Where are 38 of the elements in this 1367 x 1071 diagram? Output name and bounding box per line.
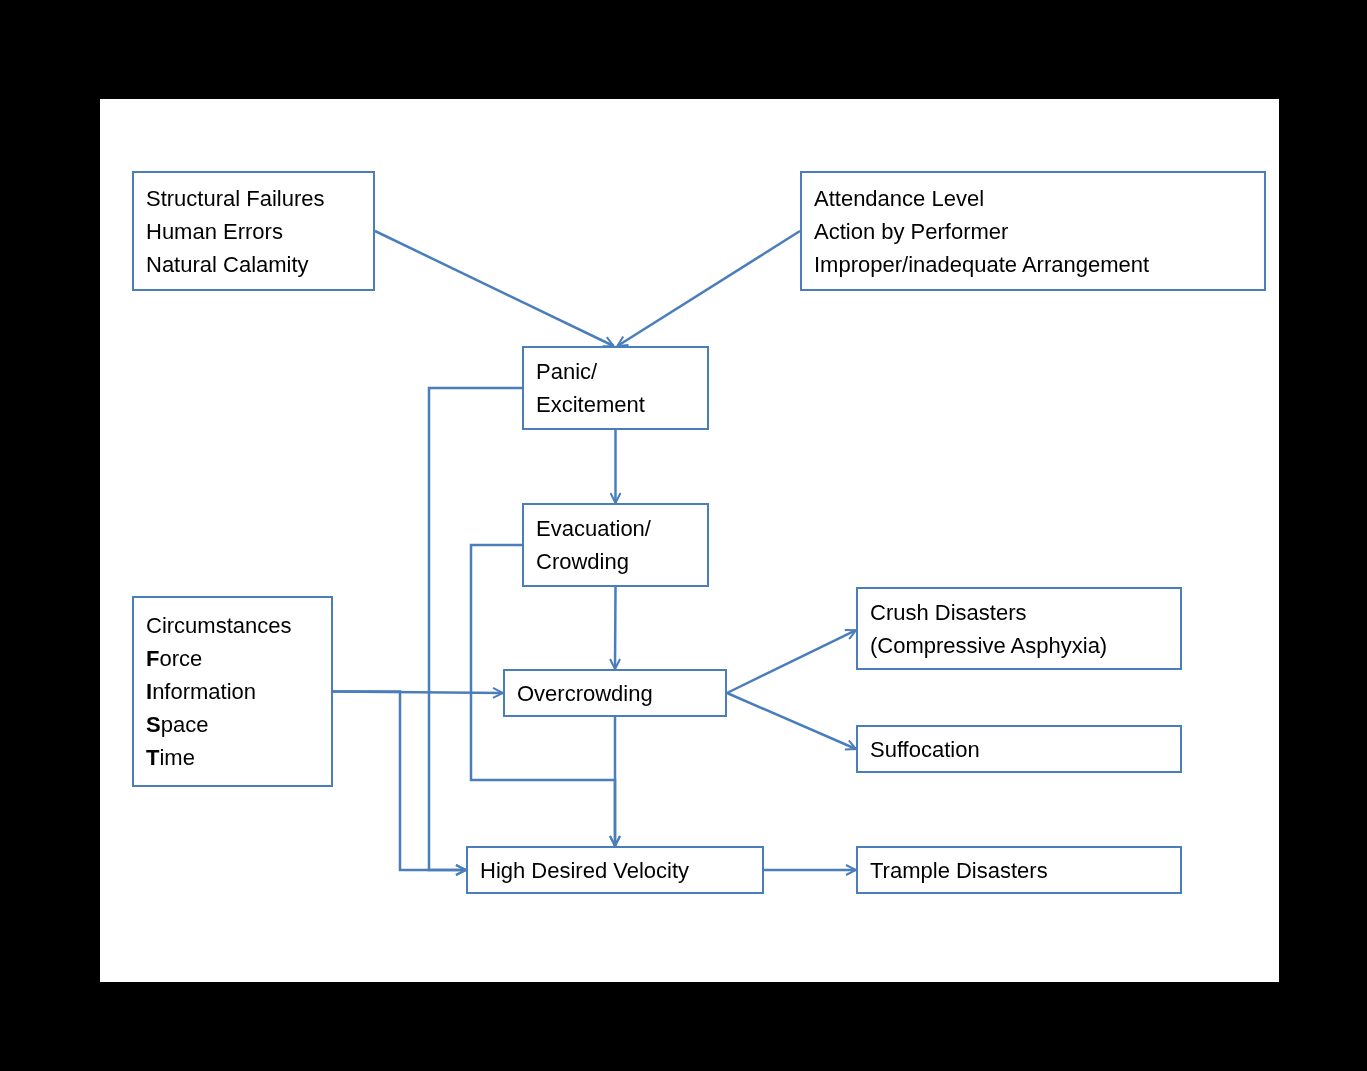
arrow <box>616 229 801 348</box>
box-text: Space <box>146 711 210 739</box>
box-text: Structural Failures <box>146 184 326 213</box>
box-text: Crush Disasters <box>870 598 1028 627</box>
arrow <box>726 629 857 695</box>
arrow <box>609 717 621 847</box>
arrow <box>764 864 857 876</box>
box-text: Improper/inadequate Arrangement <box>814 250 1151 279</box>
box-text: Force <box>146 645 204 673</box>
process-box <box>856 725 1182 773</box>
process-box <box>856 587 1182 670</box>
arrow <box>609 587 622 670</box>
process-box <box>800 171 1266 291</box>
box-text: Natural Calamity <box>146 250 310 279</box>
arrow <box>609 430 622 504</box>
arrow <box>333 690 467 876</box>
box-text: Circumstances <box>146 612 293 640</box>
box-text: Suffocation <box>870 735 981 764</box>
box-text: Action by Performer <box>814 217 1010 246</box>
process-box <box>856 846 1182 894</box>
box-text: Evacuation/ Crowding <box>536 515 652 576</box>
box-text: Information <box>146 678 258 706</box>
box-text: Trample Disasters <box>870 856 1049 885</box>
arrow <box>726 691 857 751</box>
box-text: Overcrowding <box>517 679 654 708</box>
box-text: (Compressive Asphyxia) <box>870 631 1109 660</box>
box-text: Time <box>146 744 196 772</box>
arrow <box>374 229 615 348</box>
process-box <box>132 171 375 291</box>
process-box <box>466 846 764 894</box>
box-text: High Desired Velocity <box>480 856 691 885</box>
box-text: Panic/ Excitement <box>536 358 646 419</box>
box-text: Attendance Level <box>814 184 986 213</box>
process-box <box>503 669 727 717</box>
process-box <box>522 503 709 587</box>
process-box <box>522 346 709 430</box>
process-box <box>132 596 333 787</box>
box-text: Human Errors <box>146 217 284 246</box>
